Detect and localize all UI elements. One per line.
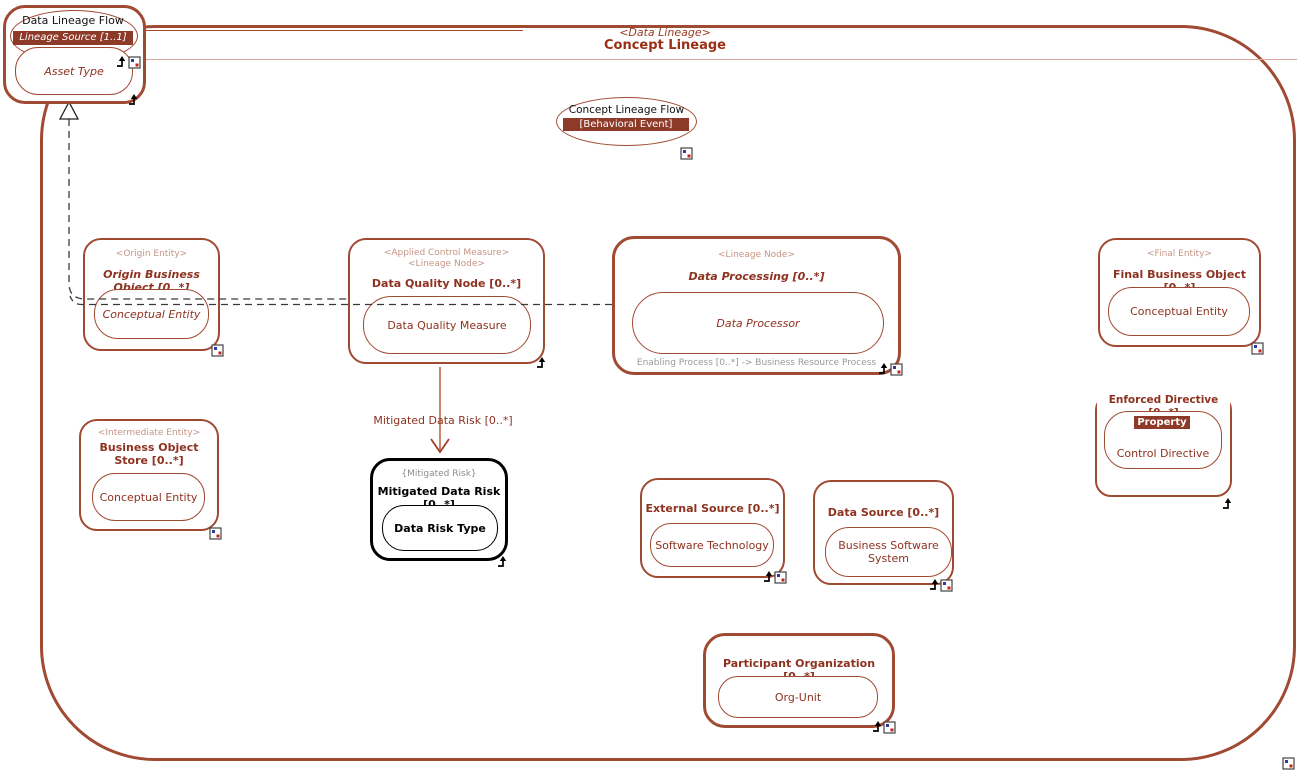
store-inner[interactable]: Conceptual Entity: [92, 473, 205, 521]
composite-diagram-icon[interactable]: [680, 147, 693, 160]
data-processing-stereotype: <Lineage Node>: [718, 250, 795, 260]
external-source-title: External Source [0..*]: [645, 502, 780, 515]
frame-title: <Data Lineage> Concept Lineage: [40, 27, 1290, 53]
data-quality-inner[interactable]: Data Quality Measure: [363, 296, 531, 354]
composite-diagram-icon[interactable]: [940, 579, 953, 592]
frame-stereotype: <Data Lineage>: [619, 26, 711, 39]
node-data-quality[interactable]: <Applied Control Measure> <Lineage Node>…: [348, 238, 545, 364]
mitigated-inner[interactable]: Data Risk Type: [382, 505, 498, 551]
node-data-source[interactable]: Data Source [0..*] Business Software Sys…: [813, 480, 954, 585]
frame-inner-top-line: [143, 30, 523, 31]
node-external-source[interactable]: External Source [0..*] Software Technolo…: [640, 478, 785, 578]
origin-inner[interactable]: Conceptual Entity: [94, 289, 209, 339]
node-mitigated-data-risk[interactable]: {Mitigated Risk} Mitigated Data Risk [0.…: [370, 458, 508, 561]
composite-diagram-icon[interactable]: [774, 571, 787, 584]
mitigated-flow-label: Mitigated Data Risk [0..*]: [373, 414, 513, 427]
data-quality-stereotype-2: <Lineage Node>: [408, 259, 485, 269]
composite-diagram-icon[interactable]: [1251, 342, 1264, 355]
node-business-object-store[interactable]: <Intermediate Entity> Business Object St…: [79, 419, 219, 531]
node-data-processing[interactable]: <Lineage Node> Data Processing [0..*] Da…: [612, 236, 901, 375]
composite-diagram-icon[interactable]: [890, 363, 903, 376]
navigate-up-icon[interactable]: [877, 362, 890, 375]
node-origin-business-object[interactable]: <Origin Entity> Origin Business Object […: [83, 238, 220, 351]
data-processing-inner[interactable]: Data Processor: [632, 292, 884, 354]
asset-type-inner[interactable]: Asset Type: [15, 47, 133, 95]
data-processing-title: Data Processing [0..*]: [688, 270, 825, 283]
node-final-business-object[interactable]: <Final Entity> Final Business Object [0.…: [1098, 238, 1261, 347]
data-lineage-flow-title: Data Lineage Flow: [22, 14, 124, 27]
node-participant-organization[interactable]: Participant Organization [0..*] Org-Unit: [703, 633, 895, 728]
mitigated-stereotype: {Mitigated Risk}: [401, 469, 477, 479]
navigate-up-icon[interactable]: [762, 570, 775, 583]
navigate-up-icon[interactable]: [535, 356, 548, 369]
data-quality-title: Data Quality Node [0..*]: [371, 277, 522, 290]
composite-diagram-icon[interactable]: [1282, 757, 1295, 770]
lineage-source-band: Lineage Source [1..1]: [13, 31, 133, 45]
data-source-title: Data Source [0..*]: [827, 506, 940, 519]
behavioral-event-band: [Behavioral Event]: [563, 118, 689, 131]
navigate-up-icon[interactable]: [127, 93, 140, 106]
composite-diagram-icon[interactable]: [128, 56, 141, 69]
store-stereotype: <Intermediate Entity>: [97, 428, 201, 438]
composite-diagram-icon[interactable]: [211, 344, 224, 357]
participant-org-inner[interactable]: Org-Unit: [718, 676, 878, 718]
enforced-directive-inner[interactable]: Control Directive: [1104, 411, 1222, 469]
node-data-lineage-flow[interactable]: Data Lineage Flow Lineage Source [1..1] …: [3, 5, 146, 104]
node-concept-lineage-flow[interactable]: Concept Lineage Flow [Behavioral Event]: [556, 97, 697, 146]
composite-diagram-icon[interactable]: [883, 721, 896, 734]
frame-name: Concept Lineage: [603, 38, 726, 53]
external-source-inner[interactable]: Software Technology: [650, 523, 774, 567]
frame-title-separator: [143, 59, 1297, 60]
origin-stereotype: <Origin Entity>: [115, 249, 188, 259]
navigate-up-icon[interactable]: [1221, 497, 1234, 510]
store-title: Business Object Store [0..*]: [99, 441, 199, 467]
navigate-up-icon[interactable]: [496, 555, 509, 568]
data-quality-stereotype-1: <Applied Control Measure>: [383, 248, 510, 258]
final-inner[interactable]: Conceptual Entity: [1108, 287, 1250, 336]
navigate-up-icon[interactable]: [871, 720, 884, 733]
data-processing-footer: Enabling Process [0..*] -> Business Reso…: [636, 358, 877, 368]
property-band: Property: [1134, 416, 1190, 429]
concept-lineage-boundary[interactable]: [40, 25, 1296, 761]
composite-diagram-icon[interactable]: [209, 527, 222, 540]
final-stereotype: <Final Entity>: [1147, 249, 1212, 259]
concept-lineage-flow-title: Concept Lineage Flow: [568, 104, 685, 116]
node-enforced-directive[interactable]: Enforced Directive [0..*] Control Direct…: [1095, 394, 1232, 497]
navigate-up-icon[interactable]: [115, 55, 128, 68]
data-source-inner[interactable]: Business Software System: [825, 527, 952, 577]
navigate-up-icon[interactable]: [928, 578, 941, 591]
